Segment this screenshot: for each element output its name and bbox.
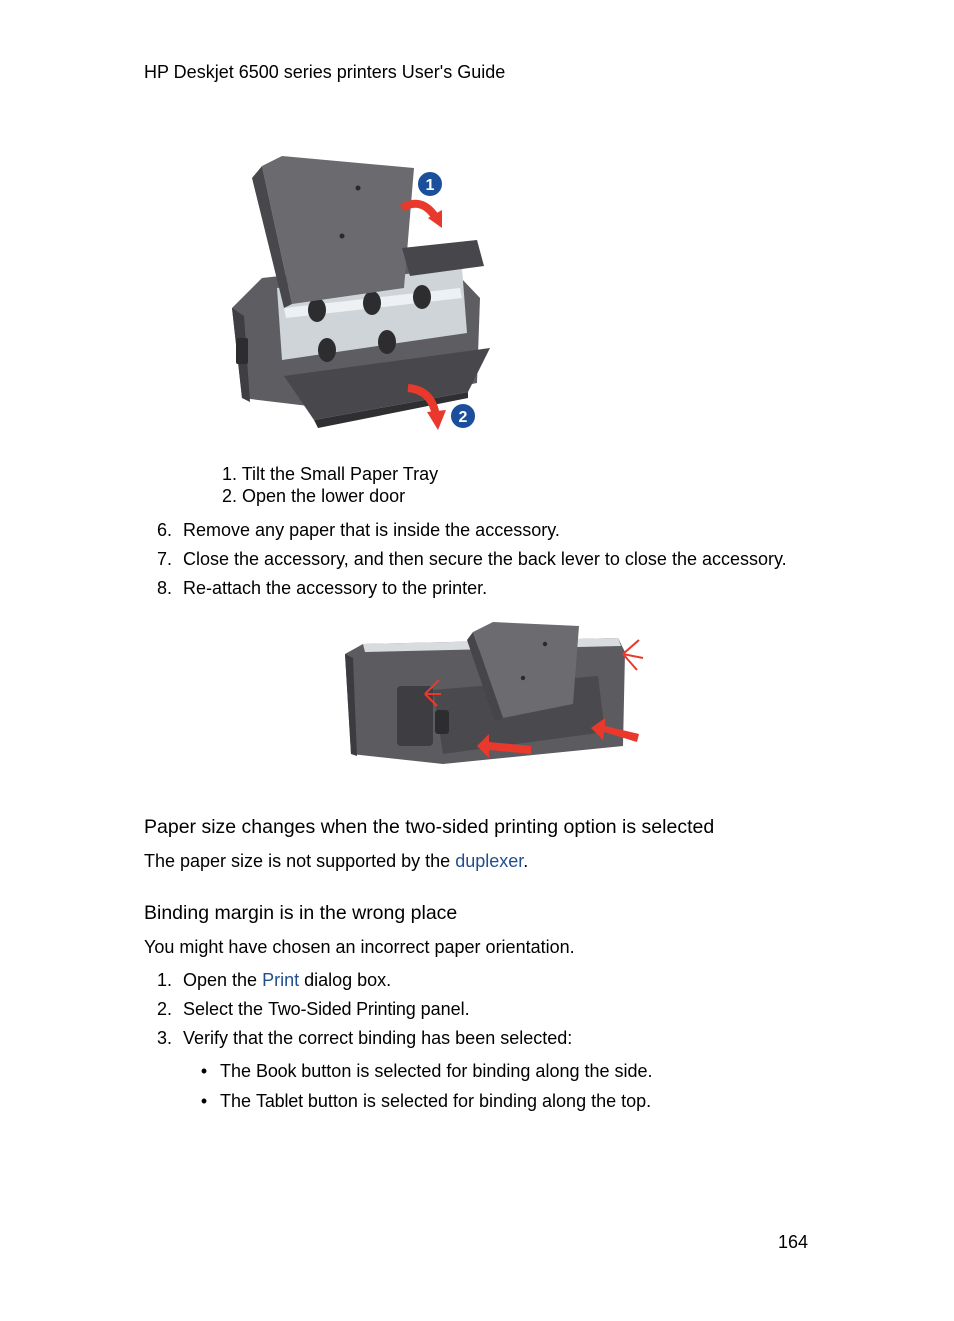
list-number: 3. (156, 1028, 172, 1048)
bullet-glyph: • (200, 1061, 208, 1081)
ui-term: Tablet (256, 1091, 303, 1111)
figure-caption-2: 2. Open the lower door (222, 486, 406, 506)
list-text: Close the accessory, and then secure the… (183, 549, 787, 569)
page-number: 164 (778, 1232, 809, 1252)
paragraph: You might have chosen an incorrect paper… (144, 937, 575, 957)
list-item: 6. Remove any paper that is inside the a… (152, 520, 560, 541)
bullet-item: • The Book button is selected for bindin… (198, 1061, 653, 1082)
paragraph: The paper size is not supported by the d… (144, 851, 528, 872)
paragraph-text: The paper size is not supported by the (144, 851, 456, 871)
list-item: 7. Close the accessory, and then secure … (152, 549, 787, 570)
list-number: 7. (156, 549, 172, 569)
print-link[interactable]: Print (262, 970, 300, 990)
bullet-glyph: • (200, 1091, 208, 1111)
reattach-accessory-illustration (345, 622, 644, 764)
callout-1: 1 (426, 177, 435, 194)
list-number: 1. (156, 970, 172, 990)
list-text: Open the Print dialog box. (183, 970, 392, 990)
list-item: 8. Re-attach the accessory to the printe… (152, 578, 487, 599)
ui-term: Two-Sided Printing (268, 999, 416, 1019)
duplexer-link[interactable]: duplexer (455, 851, 524, 871)
list-item: 2. Select the Two-Sided Printing panel. (152, 999, 470, 1020)
page-header: HP Deskjet 6500 series printers User's G… (144, 62, 506, 82)
list-text: Remove any paper that is inside the acce… (183, 520, 560, 540)
list-item: 3. Verify that the correct binding has b… (152, 1028, 572, 1049)
list-item: 1. Open the Print dialog box. (152, 970, 391, 991)
figure-caption-1: 1. Tilt the Small Paper Tray (222, 464, 439, 484)
section-heading-paper-size: Paper size changes when the two-sided pr… (144, 816, 715, 838)
list-text: Select the Two-Sided Printing panel. (183, 999, 470, 1019)
list-text: Verify that the correct binding has been… (183, 1028, 573, 1048)
section-heading-binding-margin: Binding margin is in the wrong place (144, 902, 458, 924)
duplexer-open-illustration: 1 2 (232, 156, 490, 430)
list-number: 2. (156, 999, 172, 1019)
bullet-text: The Book button is selected for binding … (220, 1061, 653, 1081)
bullet-item: • The Tablet button is selected for bind… (198, 1091, 651, 1112)
callout-2: 2 (459, 409, 468, 426)
bullet-text: The Tablet button is selected for bindin… (220, 1091, 652, 1111)
list-text: Re-attach the accessory to the printer. (183, 578, 488, 598)
ui-term: Book (256, 1061, 297, 1081)
paragraph-text: . (523, 851, 529, 871)
list-number: 8. (156, 578, 172, 598)
list-number: 6. (156, 520, 172, 540)
